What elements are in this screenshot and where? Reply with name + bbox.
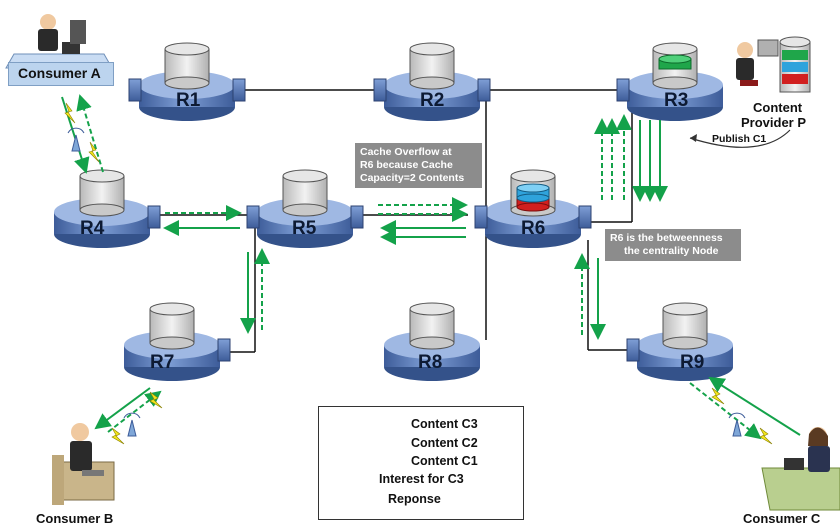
consumer-c-label: Consumer C	[743, 511, 821, 526]
callout-line: R6 because Cache	[360, 159, 453, 171]
router-label-r1: R1	[176, 90, 201, 111]
legend-c3: Content C3	[411, 417, 478, 431]
publish-label: Publish C1	[712, 133, 767, 145]
router-R5	[246, 169, 364, 248]
consumer-a-label-box	[8, 62, 114, 86]
router-R9	[626, 302, 733, 381]
router-R3	[616, 42, 723, 121]
router-label-r8: R8	[418, 352, 443, 373]
centrality-callout: R6 is the betweenness the centrality Nod…	[605, 229, 741, 261]
router-label-r3: R3	[664, 90, 689, 111]
cache-overflow-callout: Cache Overflow at R6 because Cache Capac…	[355, 143, 482, 188]
antenna-icon-b	[123, 412, 141, 437]
router-label-r5: R5	[292, 218, 317, 239]
consumer-b-label: Consumer B	[36, 511, 114, 526]
legend-interest: Interest for C3	[379, 472, 464, 486]
consumer-a-label: Consumer A	[18, 65, 101, 81]
lightning-icon	[88, 141, 100, 163]
callout-line: Capacity=2 Contents	[360, 172, 465, 184]
lightning-icon	[64, 102, 76, 124]
legend-c2: Content C2	[411, 436, 478, 450]
lightning-icon	[111, 427, 125, 445]
router-R8	[384, 302, 480, 381]
publish-arc	[689, 129, 791, 148]
antenna-icon-c	[728, 412, 746, 437]
callout-line: R6 is the betweenness	[610, 232, 723, 244]
router-R6	[474, 169, 592, 248]
router-label-r6: R6	[521, 218, 546, 239]
consumer-a-figure	[5, 14, 113, 69]
router-R4	[54, 169, 161, 248]
router-label-r4: R4	[80, 218, 105, 239]
legend	[318, 406, 524, 520]
legend-c1: Content C1	[411, 454, 478, 468]
content-provider-figure	[736, 36, 811, 93]
provider-label-line1: Content	[753, 100, 803, 115]
lightning-icon	[149, 391, 163, 409]
legend-response: Reponse	[388, 492, 441, 506]
flow-arrows	[61, 94, 801, 440]
callout-line: the centrality Node	[624, 245, 719, 257]
router-label-r2: R2	[420, 90, 445, 111]
provider-label-line2: Provider P	[741, 115, 807, 130]
router-R2	[373, 42, 491, 121]
antenna-icon-a	[67, 127, 85, 152]
callout-line: Cache Overflow at	[360, 146, 452, 158]
router-label-r7: R7	[150, 352, 175, 373]
lightning-icon	[759, 427, 773, 445]
router-label-r9: R9	[680, 352, 705, 373]
router-R7	[124, 302, 231, 381]
lightning-icon	[711, 387, 725, 405]
consumer-c-figure	[761, 427, 840, 511]
wireless-icons	[64, 102, 773, 445]
router-R1	[128, 42, 246, 121]
consumer-b-figure	[52, 423, 115, 505]
